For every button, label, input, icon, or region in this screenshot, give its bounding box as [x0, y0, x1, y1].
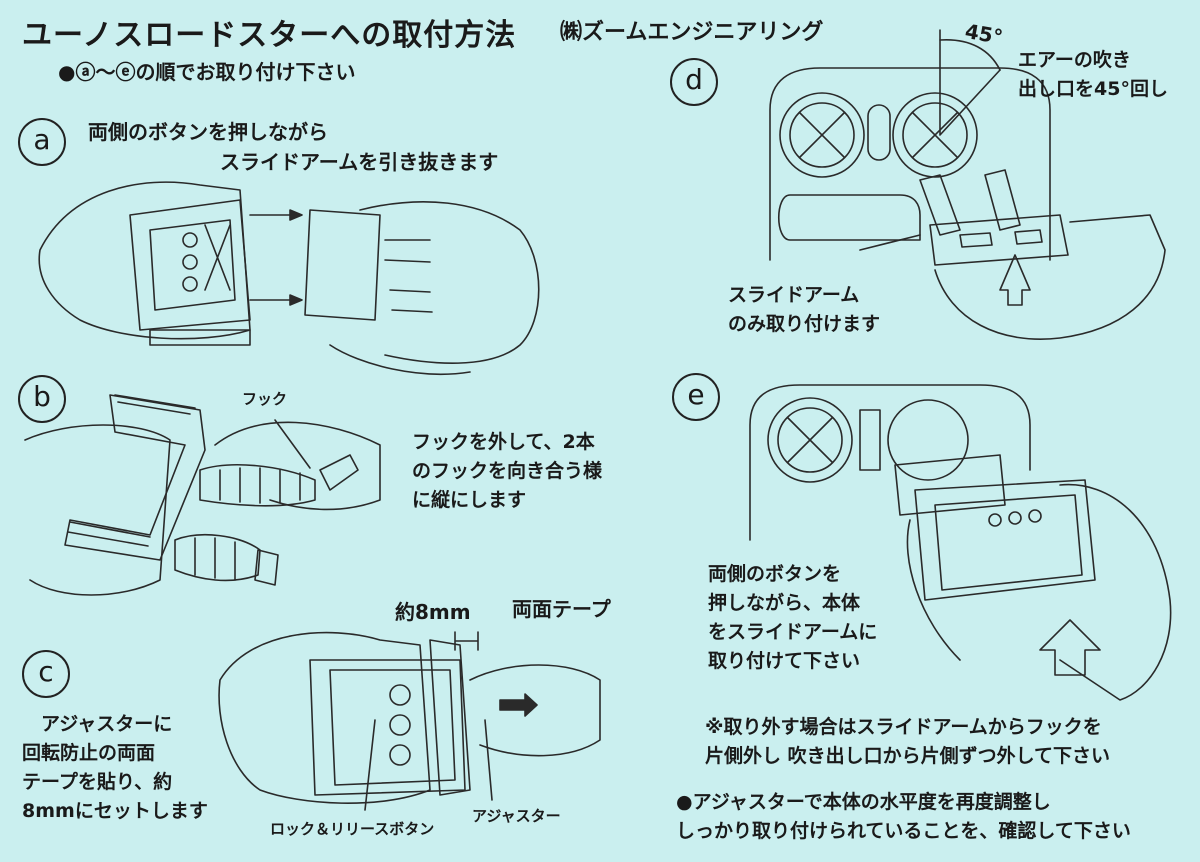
removal-note: ※取り外す場合はスライドアームからフックを 片側外し 吹き出し口から片側ずつ外し… — [705, 716, 1111, 767]
level-note: ●アジャスターで本体の水平度を再度調整し しっかり取り付けられていることを、確認… — [676, 791, 1131, 842]
step-badge-a: a — [18, 118, 66, 166]
company-name: ㈱ズームエンジニアリング — [560, 20, 824, 45]
step-a-text-line1: 両側のボタンを押しながら — [88, 120, 328, 144]
label-double-sided-tape: 両面テープ — [512, 597, 611, 621]
step-c-text: アジャスターに 回転防止の両面 テープを貼り、約 8mmにセットします — [22, 713, 208, 822]
slide-arm-text: スライドアーム のみ取り付けます — [728, 284, 881, 335]
illustration-a — [38, 181, 540, 375]
step-badge-e: e — [672, 373, 720, 421]
label-lock-release-button: ロック＆リリースボタン — [270, 820, 435, 838]
step-e-text: 両側のボタンを 押しながら、本体 をスライドアームに 取り付けて下さい — [708, 563, 878, 672]
illustration-e — [749, 384, 1172, 701]
illustration-d — [769, 29, 1166, 340]
illustration-c — [218, 631, 601, 811]
hook-label: フック — [242, 390, 288, 408]
illustration-b — [24, 394, 381, 596]
step-b-text: フックを外して、2本 のフックを向き合う様 に縦にします — [412, 431, 603, 511]
order-note: ●ⓐ～ⓔの順でお取り付け下さい — [58, 60, 356, 84]
label-8mm: 約8mm — [395, 600, 471, 624]
step-a-text-line2: スライドアームを引き抜きます — [220, 150, 499, 174]
step-badge-d: d — [670, 58, 718, 106]
page-title: ユーノスロードスターへの取付方法 — [22, 18, 517, 53]
step-badge-c: c — [22, 650, 70, 698]
label-adjuster: アジャスター — [472, 807, 561, 825]
step-badge-b: b — [18, 375, 66, 423]
vent-text: エアーの吹き 出し口を45°回し — [1018, 49, 1168, 100]
